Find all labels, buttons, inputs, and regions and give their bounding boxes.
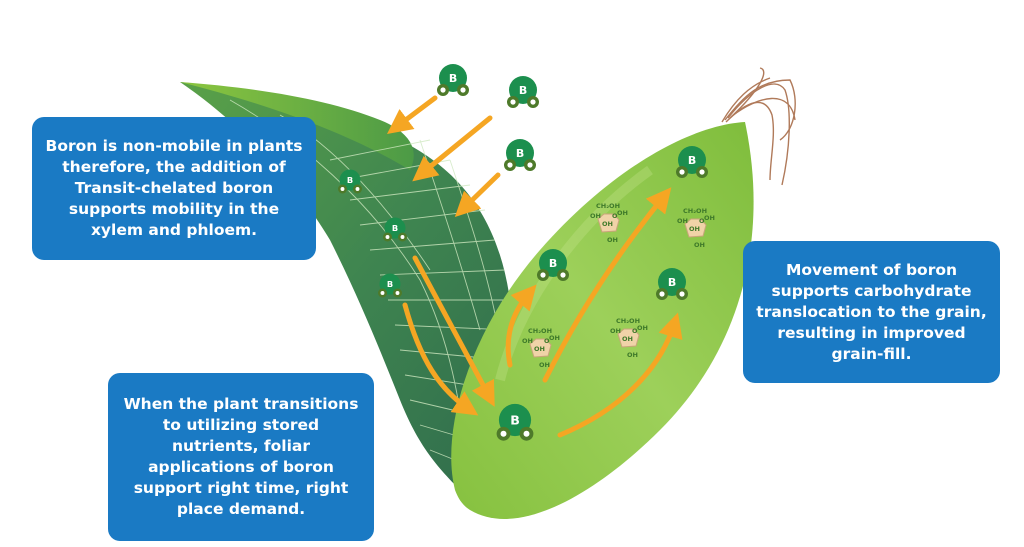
corn-silk (721, 67, 796, 186)
callout-foliar-application-text: When the plant transitions to utilizing … (123, 395, 359, 518)
glucose-oh-label: OH (627, 351, 638, 359)
boron-label: B (347, 175, 353, 185)
glucose-oh-label: OH (617, 209, 628, 217)
boron-label: B (688, 154, 696, 167)
boron-molecule-icon: B (656, 268, 688, 300)
arrow-foliar-2 (412, 115, 493, 182)
callout-foliar-application: When the plant transitions to utilizing … (108, 373, 374, 541)
boron-molecule-icon: B (378, 273, 402, 298)
glucose-oh-label: OH (602, 220, 613, 228)
arrow-stem-1 (412, 255, 495, 407)
arrow-ear-3 (557, 312, 683, 438)
glucose-o-label: O (612, 212, 618, 220)
glucose-ch2oh-label: CH₂OH (683, 207, 707, 215)
glucose-oh-label: OH (677, 217, 688, 225)
glucose-oh-label: OH (689, 225, 700, 233)
boron-label: B (516, 147, 524, 160)
boron-molecule-icon: B (507, 76, 539, 108)
boron-label: B (549, 257, 557, 270)
boron-molecule-icon: B (383, 217, 407, 242)
corn-ear (451, 122, 754, 519)
arrow-foliar-1 (387, 95, 438, 134)
glucose-o-label: O (632, 327, 638, 335)
glucose-oh-label: OH (522, 337, 533, 345)
arrow-stem-2 (402, 302, 479, 416)
glucose-oh-label: OH (637, 324, 648, 332)
boron-molecule-icon: B (676, 146, 708, 178)
glucose-oh-label: OH (694, 241, 705, 249)
glucose-oh-label: OH (590, 212, 601, 220)
glucose-ch2oh-label: CH₂OH (616, 317, 640, 325)
boron-label: B (449, 72, 457, 85)
glucose-ch2oh-label: CH₂OH (528, 327, 552, 335)
glucose-oh-label: OH (534, 345, 545, 353)
flow-arrows (387, 95, 683, 438)
boron-molecule-icon: B (338, 169, 362, 194)
boron-label: B (519, 84, 527, 97)
boron-molecule-icon: B (537, 249, 569, 281)
callout-boron-mobility-text: Boron is non-mobile in plants therefore,… (45, 137, 303, 239)
boron-label: B (668, 276, 676, 289)
glucose-oh-label: OH (607, 236, 618, 244)
glucose-oh-label: OH (622, 335, 633, 343)
glucose-o-label: O (544, 337, 550, 345)
glucose-o-label: O (699, 217, 705, 225)
arrow-foliar-3 (454, 172, 501, 217)
callout-boron-mobility: Boron is non-mobile in plants therefore,… (32, 117, 316, 260)
boron-label: B (392, 223, 398, 233)
boron-molecule-icon: B (504, 139, 536, 171)
glucose-oh-label: OH (549, 334, 560, 342)
arrow-ear-1 (505, 284, 537, 368)
boron-label: B (510, 413, 520, 428)
glucose-oh-label: OH (704, 214, 715, 222)
boron-label: B (387, 279, 393, 289)
arrow-ear-2 (542, 187, 672, 383)
glucose-oh-label: OH (610, 327, 621, 335)
boron-molecule-icon: B (437, 64, 469, 96)
callout-grain-fill: Movement of boron supports carbohydrate … (743, 241, 1000, 383)
boron-molecule-icon: B (496, 403, 534, 441)
callout-grain-fill-text: Movement of boron supports carbohydrate … (756, 260, 987, 363)
glucose-oh-label: OH (539, 361, 550, 369)
glucose-ch2oh-label: CH₂OH (596, 202, 620, 210)
